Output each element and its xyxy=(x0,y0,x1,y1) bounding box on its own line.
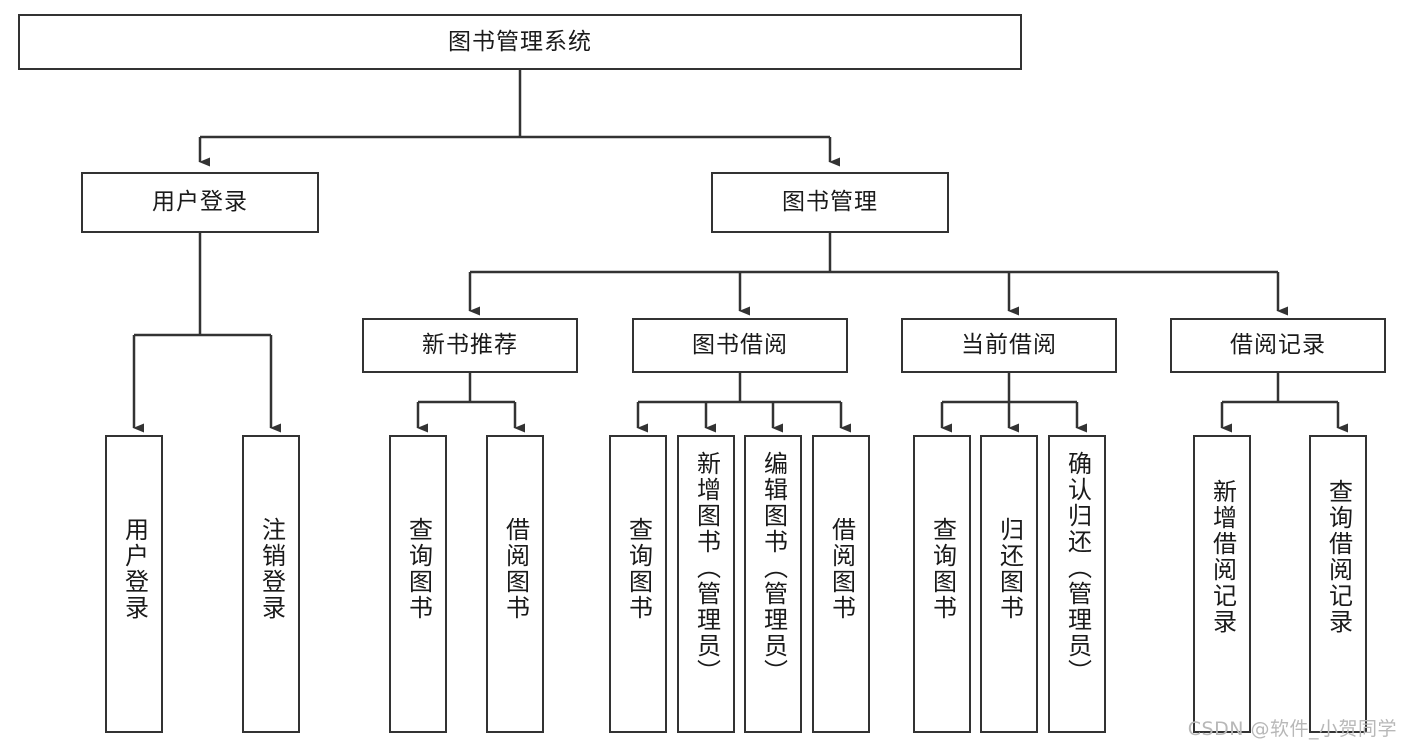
node-leaf-rec-query-book[interactable]: 查询图书 xyxy=(389,435,447,733)
node-root[interactable]: 图书管理系统 xyxy=(18,14,1022,70)
node-leaf-add-borrow-record-label: 新增借阅记录 xyxy=(1208,479,1237,635)
node-leaf-borrow-book-label: 借阅图书 xyxy=(827,517,856,621)
node-leaf-logout-label: 注销登录 xyxy=(257,517,286,621)
node-leaf-confirm-return-admin-label: 确认归还（管理员） xyxy=(1063,451,1092,685)
node-leaf-add-book-admin-label: 新增图书（管理员） xyxy=(692,451,721,685)
node-leaf-query-borrow-record[interactable]: 查询借阅记录 xyxy=(1309,435,1367,733)
node-leaf-logout[interactable]: 注销登录 xyxy=(242,435,300,733)
node-current-borrow-label: 当前借阅 xyxy=(961,332,1057,359)
node-book-borrow[interactable]: 图书借阅 xyxy=(632,318,848,373)
node-root-label: 图书管理系统 xyxy=(448,28,592,55)
node-leaf-edit-book-admin[interactable]: 编辑图书（管理员） xyxy=(744,435,802,733)
node-borrow-record[interactable]: 借阅记录 xyxy=(1170,318,1386,373)
node-leaf-rec-borrow-book[interactable]: 借阅图书 xyxy=(486,435,544,733)
node-leaf-confirm-return-admin[interactable]: 确认归还（管理员） xyxy=(1048,435,1106,733)
node-leaf-rec-borrow-book-label: 借阅图书 xyxy=(501,517,530,621)
node-leaf-add-book-admin[interactable]: 新增图书（管理员） xyxy=(677,435,735,733)
node-leaf-return-book[interactable]: 归还图书 xyxy=(980,435,1038,733)
node-user-login[interactable]: 用户登录 xyxy=(81,172,319,233)
node-leaf-return-book-label: 归还图书 xyxy=(995,517,1024,621)
node-leaf-cur-query-book-label: 查询图书 xyxy=(928,517,957,621)
node-leaf-user-login-label: 用户登录 xyxy=(120,517,149,621)
node-leaf-borrow-query-book-label: 查询图书 xyxy=(624,517,653,621)
node-leaf-user-login[interactable]: 用户登录 xyxy=(105,435,163,733)
watermark-text: CSDN @软件_小贺同学 xyxy=(1187,718,1397,740)
node-book-manage[interactable]: 图书管理 xyxy=(711,172,949,233)
node-borrow-record-label: 借阅记录 xyxy=(1230,332,1326,359)
node-user-login-label: 用户登录 xyxy=(152,189,248,216)
node-new-book-recommendation-label: 新书推荐 xyxy=(422,332,518,359)
node-leaf-cur-query-book[interactable]: 查询图书 xyxy=(913,435,971,733)
node-new-book-recommendation[interactable]: 新书推荐 xyxy=(362,318,578,373)
node-leaf-borrow-book[interactable]: 借阅图书 xyxy=(812,435,870,733)
node-book-manage-label: 图书管理 xyxy=(782,189,878,216)
node-leaf-rec-query-book-label: 查询图书 xyxy=(404,517,433,621)
node-leaf-borrow-query-book[interactable]: 查询图书 xyxy=(609,435,667,733)
node-leaf-add-borrow-record[interactable]: 新增借阅记录 xyxy=(1193,435,1251,733)
node-current-borrow[interactable]: 当前借阅 xyxy=(901,318,1117,373)
node-leaf-query-borrow-record-label: 查询借阅记录 xyxy=(1324,479,1353,635)
node-leaf-edit-book-admin-label: 编辑图书（管理员） xyxy=(759,451,788,685)
node-book-borrow-label: 图书借阅 xyxy=(692,332,788,359)
